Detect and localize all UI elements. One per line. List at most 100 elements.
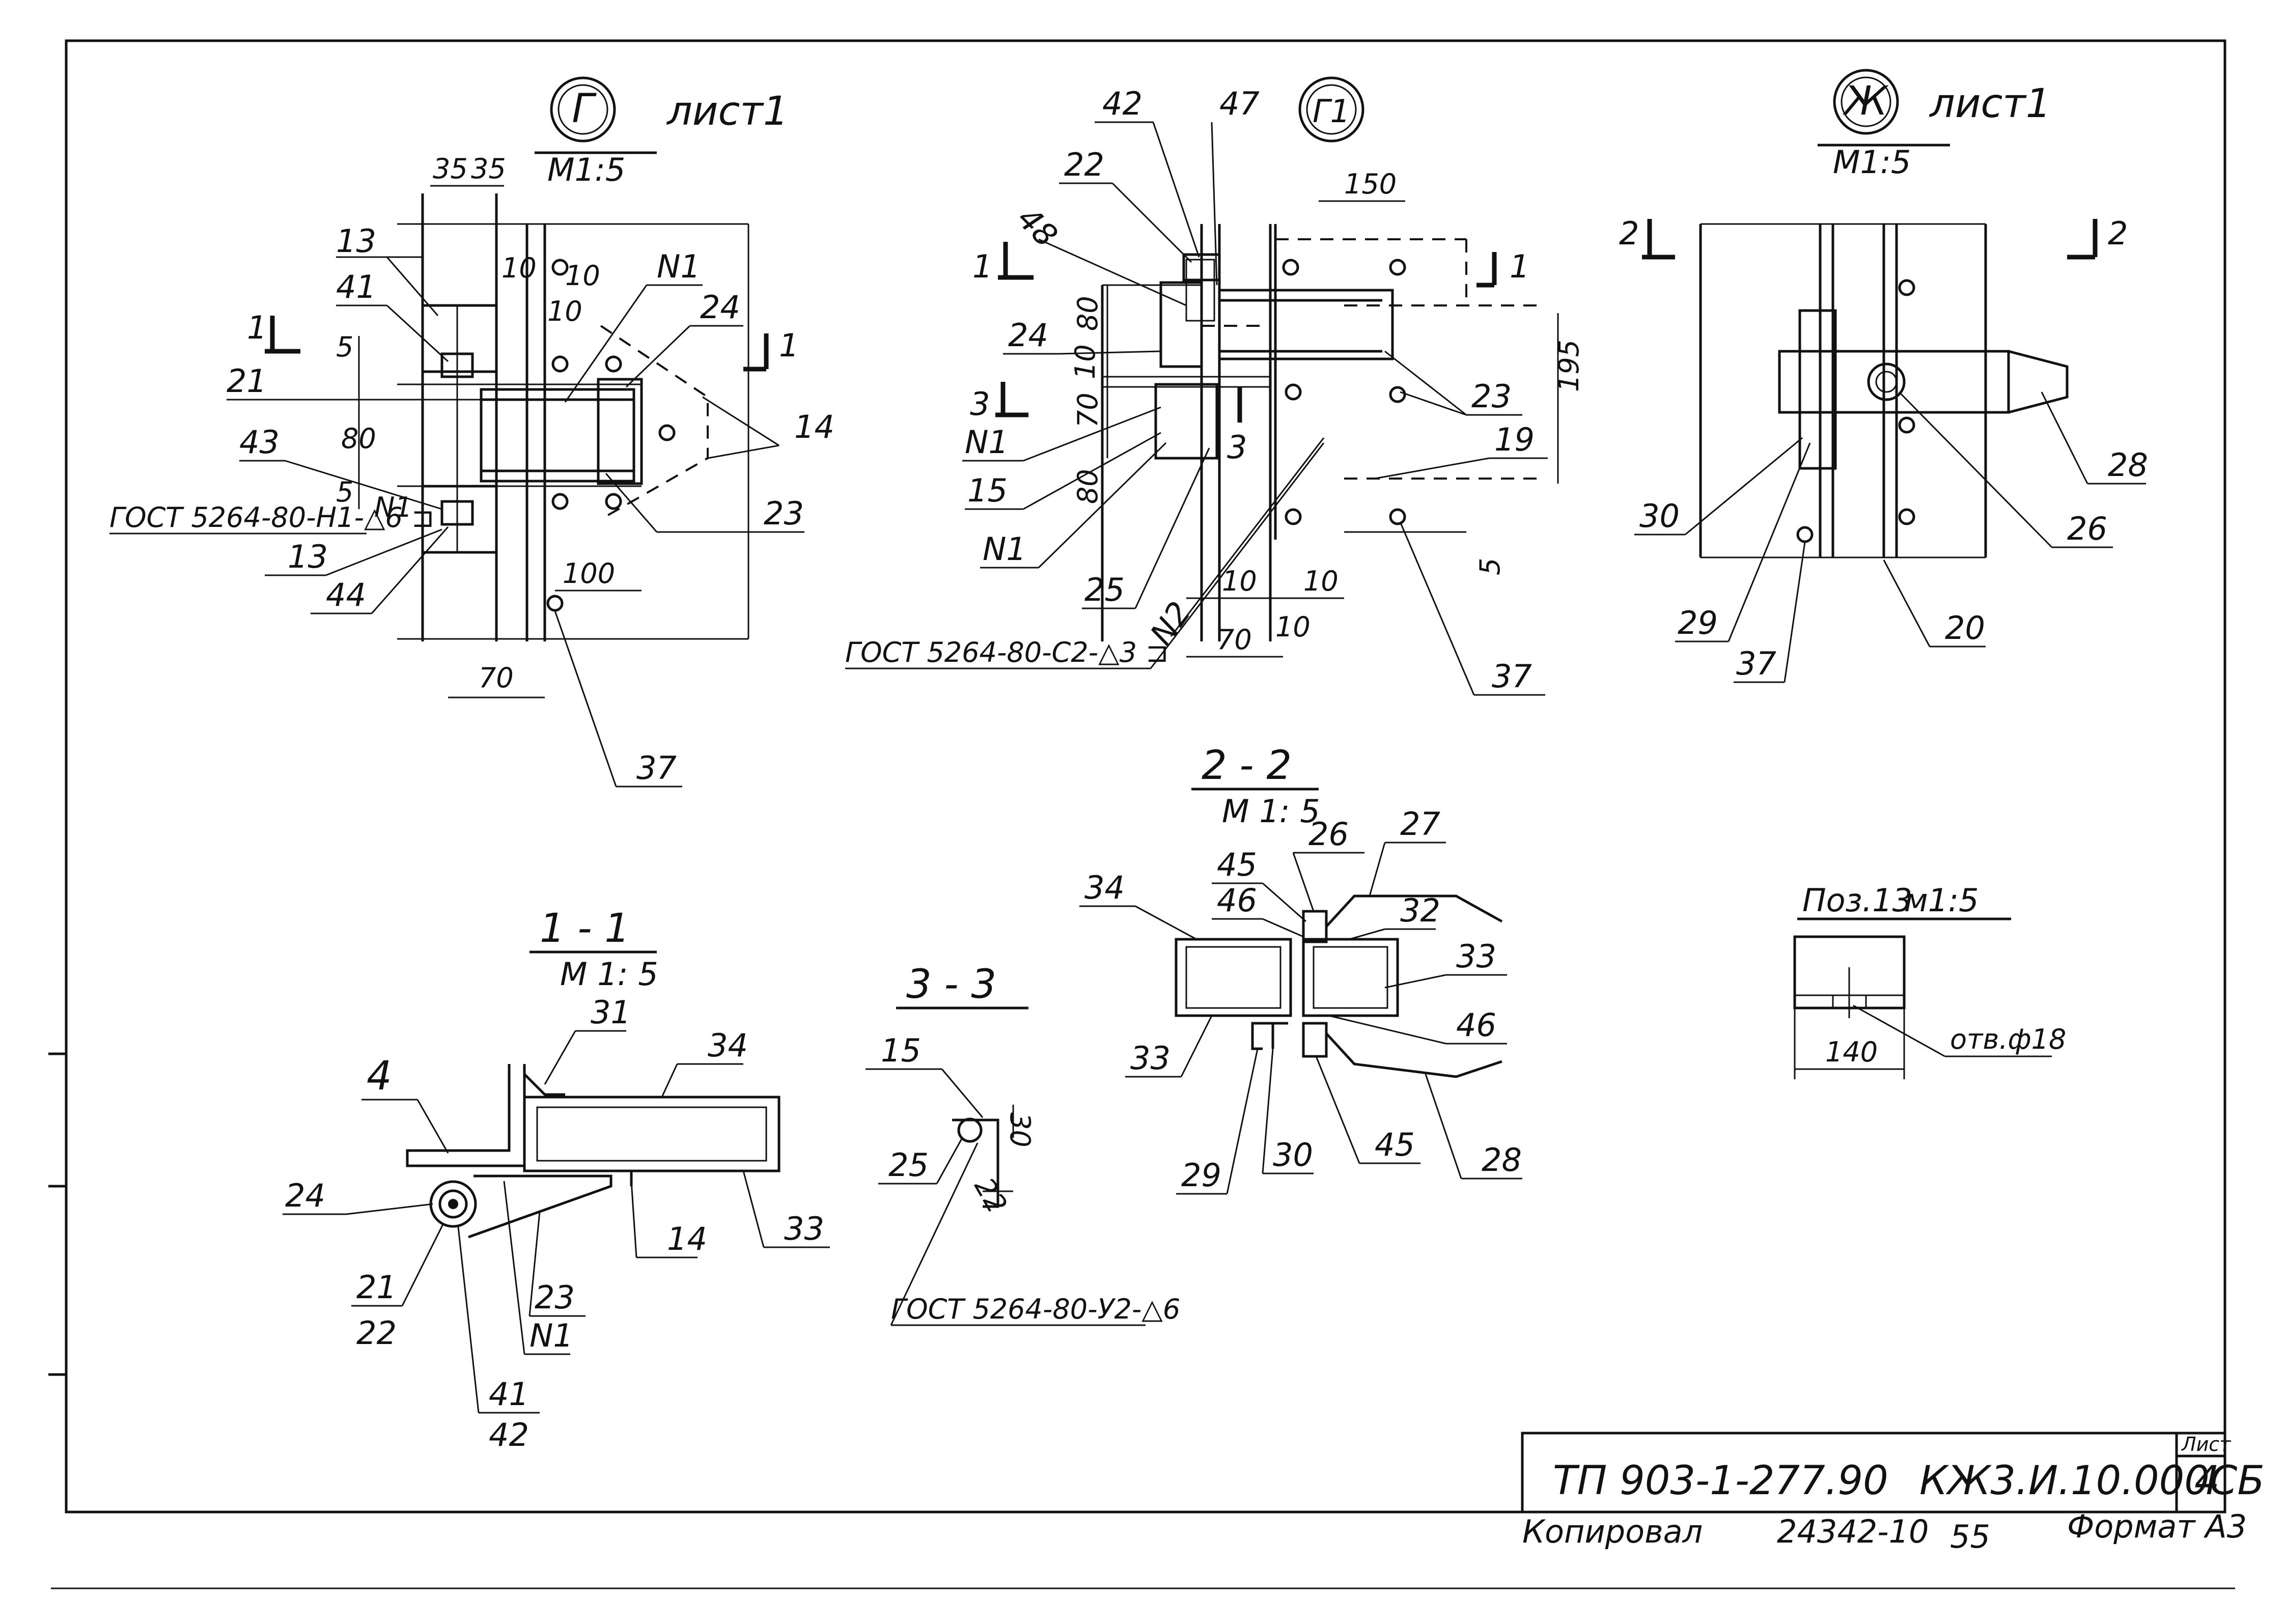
svg-text:22: 22	[968, 1172, 1013, 1219]
part-30	[1798, 309, 1837, 470]
svg-text:21: 21	[356, 1269, 397, 1306]
svg-text:26: 26	[1308, 816, 1349, 853]
svg-text:24: 24	[285, 1177, 325, 1214]
svg-text:N1: N1	[983, 530, 1026, 568]
svg-text:25: 25	[888, 1146, 929, 1184]
bracket-31	[523, 1073, 565, 1096]
part-29	[1778, 350, 1837, 414]
bolt-25	[957, 1117, 983, 1143]
svg-text:29: 29	[1678, 604, 1718, 641]
section-2-2-title: 2 - 2	[1202, 743, 1292, 789]
poz13-scale: м1:5	[1904, 882, 1979, 919]
part-24-g1	[1159, 281, 1203, 368]
svg-text:100: 100	[563, 557, 615, 590]
svg-text:80: 80	[1072, 296, 1104, 331]
svg-text:14: 14	[794, 408, 834, 445]
svg-text:N1: N1	[965, 424, 1009, 461]
detail-poz13: Поз.13 м1:5 140 отв.ф18	[1793, 882, 2066, 1079]
part-26-bolt	[1867, 362, 1906, 401]
bolt-45-top	[1302, 910, 1328, 943]
svg-text:13: 13	[288, 538, 328, 575]
svg-text:46: 46	[1217, 882, 1257, 919]
svg-text:34: 34	[708, 1027, 748, 1064]
svg-text:28: 28	[2108, 446, 2148, 484]
svg-text:33: 33	[784, 1210, 824, 1247]
section-2-2: 2 - 2 М 1: 5 45 26 27 34 46 32 33 33	[1079, 743, 1522, 1195]
svg-text:1: 1	[247, 309, 267, 346]
section-2-2-scale: М 1: 5	[1222, 793, 1320, 830]
footer-format: Формат А3	[2067, 1508, 2247, 1545]
section-3-3: 3 - 3 15 25 30 22 ГОСТ 5264-80-У2-△6	[866, 962, 1180, 1326]
view-zh-sheet: лист1	[1929, 81, 2051, 127]
svg-text:70: 70	[1217, 624, 1252, 656]
svg-text:10: 10	[1222, 565, 1257, 597]
svg-text:30: 30	[1004, 1112, 1036, 1147]
view-g-marker	[550, 76, 616, 143]
svg-text:42: 42	[1102, 85, 1142, 122]
svg-text:24: 24	[1008, 317, 1048, 354]
view-zh-scale: М1:5	[1833, 144, 1911, 181]
svg-text:24: 24	[700, 289, 740, 326]
svg-text:10: 10	[1275, 611, 1311, 643]
part-28-s22	[1325, 1032, 1502, 1078]
view-zh-marker	[1833, 69, 1899, 135]
plate-23	[468, 1174, 612, 1239]
footer-copied: Копировал	[1522, 1513, 1703, 1550]
svg-text:30: 30	[1639, 497, 1680, 535]
svg-text:1: 1	[779, 327, 799, 364]
svg-text:14: 14	[667, 1220, 707, 1257]
svg-text:48: 48	[1010, 200, 1065, 254]
part-24	[597, 378, 643, 485]
sheet-label: Лист	[2181, 1433, 2232, 1455]
sheet-frame	[65, 39, 2226, 1514]
panel-34-left	[1175, 938, 1292, 1017]
footer: Копировал 24342-10 55 Формат А3	[1522, 1508, 2247, 1555]
section-1-1-title: 1 - 1	[540, 906, 630, 951]
svg-text:10: 10	[547, 295, 582, 327]
poz13-title: Поз.13	[1802, 882, 1912, 919]
svg-text:10: 10	[565, 260, 600, 292]
panel-34-right	[1302, 938, 1399, 1017]
part-27	[1325, 894, 1503, 928]
part-15-g1	[1154, 383, 1218, 460]
svg-text:33: 33	[1130, 1040, 1171, 1077]
svg-text:26: 26	[2067, 510, 2107, 547]
svg-text:отв.ф18: отв.ф18	[1950, 1023, 2066, 1055]
svg-text:35: 35	[471, 153, 506, 185]
svg-text:1: 1	[1510, 248, 1529, 285]
part-28	[2008, 350, 2069, 414]
sheet-number: 4	[2194, 1458, 2220, 1504]
footer-order: 24342-10	[1777, 1513, 1929, 1550]
svg-text:20: 20	[1945, 609, 1985, 647]
svg-text:37: 37	[1736, 645, 1776, 682]
svg-text:30: 30	[1273, 1136, 1313, 1173]
svg-text:23: 23	[1471, 378, 1512, 415]
svg-text:28: 28	[1482, 1141, 1522, 1179]
svg-text:31: 31	[591, 994, 631, 1031]
svg-text:23: 23	[535, 1279, 575, 1316]
svg-text:22: 22	[356, 1314, 397, 1352]
svg-text:29: 29	[1181, 1157, 1221, 1194]
svg-text:47: 47	[1219, 85, 1260, 122]
part-48	[1185, 259, 1215, 322]
svg-text:44: 44	[326, 576, 366, 613]
svg-text:37: 37	[636, 749, 677, 787]
svg-text:15: 15	[881, 1032, 921, 1069]
svg-text:27: 27	[1400, 805, 1440, 843]
svg-text:5: 5	[336, 331, 353, 363]
view-g1: Г1 150 80 10 70 80	[845, 76, 1585, 696]
view-g1-letter: Г1	[1313, 93, 1350, 130]
svg-text:25: 25	[1084, 571, 1125, 608]
svg-text:3: 3	[1227, 429, 1247, 466]
svg-text:1: 1	[972, 248, 992, 285]
section-3-3-title: 3 - 3	[906, 962, 996, 1007]
svg-text:34: 34	[1084, 869, 1125, 906]
svg-text:10: 10	[1069, 344, 1101, 379]
svg-text:32: 32	[1400, 892, 1440, 929]
view-zh: Ж лист1 М1:5 2 2 28 30 26	[1619, 69, 2148, 683]
svg-text:23: 23	[764, 495, 804, 532]
svg-text:ГОСТ 5264-80-Н1-△6 ⊐: ГОСТ 5264-80-Н1-△6 ⊐	[109, 501, 434, 534]
project-code: ТП 903-1-277.90	[1553, 1458, 1888, 1504]
svg-text:195: 195	[1553, 340, 1585, 392]
view-g-marker-inner	[558, 84, 608, 135]
